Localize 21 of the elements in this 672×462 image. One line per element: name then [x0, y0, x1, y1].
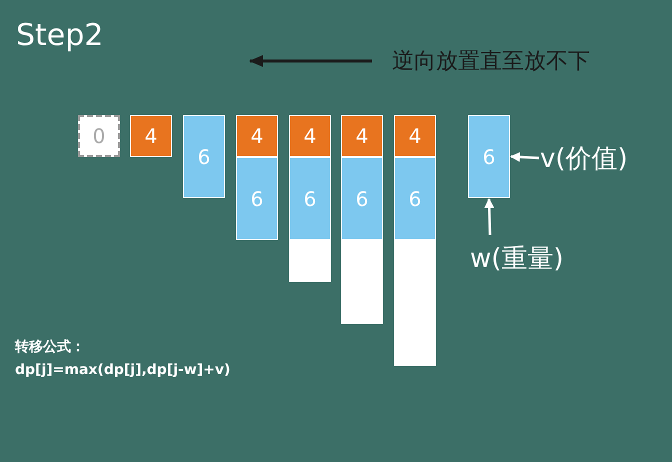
- number-box: 4: [130, 115, 172, 157]
- number-box: 4: [341, 115, 383, 157]
- empty-box: [289, 240, 331, 282]
- weight-label: w(重量): [470, 236, 590, 280]
- number-box: 6: [394, 157, 436, 240]
- number-box: 6: [341, 157, 383, 240]
- number-box: 6: [289, 157, 331, 240]
- formula-text: dp[j]=max(dp[j],dp[j-w]+v): [15, 362, 230, 378]
- number-box: 6: [468, 115, 510, 198]
- arrow: [484, 198, 494, 236]
- value-label: v(价值): [540, 138, 650, 178]
- formula-heading: 转移公式：: [15, 338, 85, 356]
- title: Step2: [16, 18, 104, 53]
- arrow: [510, 152, 540, 162]
- instruction-text: 逆向放置直至放不下: [392, 48, 590, 76]
- number-box: 0: [78, 115, 120, 157]
- number-box: 6: [236, 157, 278, 240]
- number-box: 4: [289, 115, 331, 157]
- number-box: 6: [183, 115, 225, 198]
- number-box: 4: [394, 115, 436, 157]
- number-box: 4: [236, 115, 278, 157]
